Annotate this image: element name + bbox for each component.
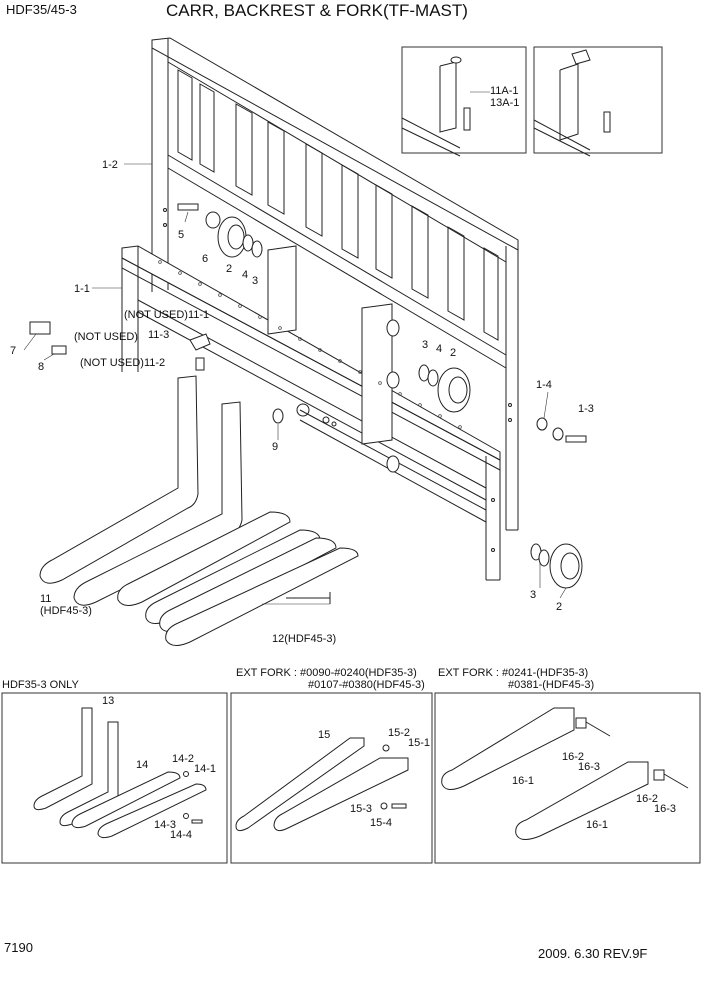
- callout-11-3: 11-3: [148, 329, 169, 341]
- callout-9: 9: [272, 441, 278, 453]
- callout-14: 14: [136, 759, 148, 771]
- callout-2c: 2: [556, 601, 562, 613]
- callout-11-1: (NOT USED)11-1: [124, 309, 209, 321]
- forks: [39, 375, 359, 646]
- callout-11-2: (NOT USED)11-2: [80, 357, 165, 369]
- callout-13a-1: 13A-1: [490, 97, 519, 109]
- callout-2b: 2: [450, 347, 456, 359]
- callout-15-4: 15-4: [370, 817, 392, 829]
- callout-hdf45: (HDF45-3): [40, 605, 92, 617]
- callout-4b: 4: [436, 343, 442, 355]
- callout-1-1: 1-1: [74, 283, 90, 295]
- callout-11: 11: [40, 593, 51, 605]
- carriage: [121, 245, 501, 581]
- panel2-frame: [230, 692, 433, 864]
- callout-1-3: 1-3: [578, 403, 594, 415]
- panel1-frame: [1, 692, 228, 864]
- callout-16-3a: 16-3: [578, 761, 600, 773]
- main-callouts: 1-2 1-1 5 6 2 4 3 (NOT USED)11-1 11-3 (N…: [10, 85, 594, 645]
- callout-12: 12(HDF45-3): [272, 633, 336, 645]
- callout-3a: 3: [252, 275, 258, 287]
- model-label: HDF35/45-3: [6, 2, 77, 17]
- inset-detail-b: [533, 46, 663, 157]
- callout-14-3: 14-3: [154, 819, 176, 831]
- panel1-title: HDF35-3 ONLY: [2, 679, 79, 691]
- panel1-forks: [33, 707, 207, 839]
- callout-16-1a: 16-1: [512, 775, 534, 787]
- page-title: CARR, BACKREST & FORK(TF-MAST): [166, 1, 468, 20]
- backrest: [151, 37, 519, 531]
- callout-1-4: 1-4: [536, 379, 552, 391]
- panel3-frame: [434, 692, 701, 864]
- callout-14-2: 14-2: [172, 753, 194, 765]
- callout-4a: 4: [242, 269, 248, 281]
- callout-16-2a: 16-2: [562, 751, 584, 763]
- callout-3c: 3: [530, 589, 536, 601]
- panel3-callouts: 16-2 16-3 16-1 16-2 16-3 16-1: [512, 751, 676, 831]
- callout-2a: 2: [226, 263, 232, 275]
- callout-5: 5: [178, 229, 184, 241]
- callout-1-2: 1-2: [102, 159, 118, 171]
- callout-13: 13: [102, 695, 114, 707]
- panel2-title-2: #0107-#0380(HDF45-3): [308, 679, 425, 691]
- callout-not-used: (NOT USED): [74, 331, 138, 343]
- callout-15: 15: [318, 729, 330, 741]
- panel2-title-1: EXT FORK : #0090-#0240(HDF35-3): [236, 667, 417, 679]
- callout-8: 8: [38, 361, 44, 373]
- panel3-forks: [441, 707, 689, 840]
- rollers: [29, 203, 587, 589]
- panel1-callouts: 13 14 14-2 14-1 14-3 14-4: [102, 695, 216, 841]
- callout-11a-1: 11A-1: [490, 85, 519, 97]
- page-number: 7190: [4, 940, 33, 955]
- callout-16-3b: 16-3: [654, 803, 676, 815]
- panel3-title-2: #0381-(HDF45-3): [508, 679, 594, 691]
- callout-3b: 3: [422, 339, 428, 351]
- panel2-forks: [235, 737, 409, 832]
- callout-7: 7: [10, 345, 16, 357]
- callout-14-4: 14-4: [170, 829, 192, 841]
- panel3-title-1: EXT FORK : #0241-(HDF35-3): [438, 667, 588, 679]
- callout-15-3: 15-3: [350, 803, 372, 815]
- panel2-callouts: 15 15-2 15-1 15-3 15-4: [318, 727, 430, 829]
- callout-14-1: 14-1: [194, 763, 216, 775]
- callout-16-2b: 16-2: [636, 793, 658, 805]
- callout-15-1: 15-1: [408, 737, 430, 749]
- leader-lines: [23, 163, 567, 605]
- callout-6: 6: [202, 253, 208, 265]
- inset-detail-a: [401, 46, 527, 157]
- callout-16-1b: 16-1: [586, 819, 608, 831]
- callout-15-2: 15-2: [388, 727, 410, 739]
- revision-date: 2009. 6.30 REV.9F: [538, 946, 647, 961]
